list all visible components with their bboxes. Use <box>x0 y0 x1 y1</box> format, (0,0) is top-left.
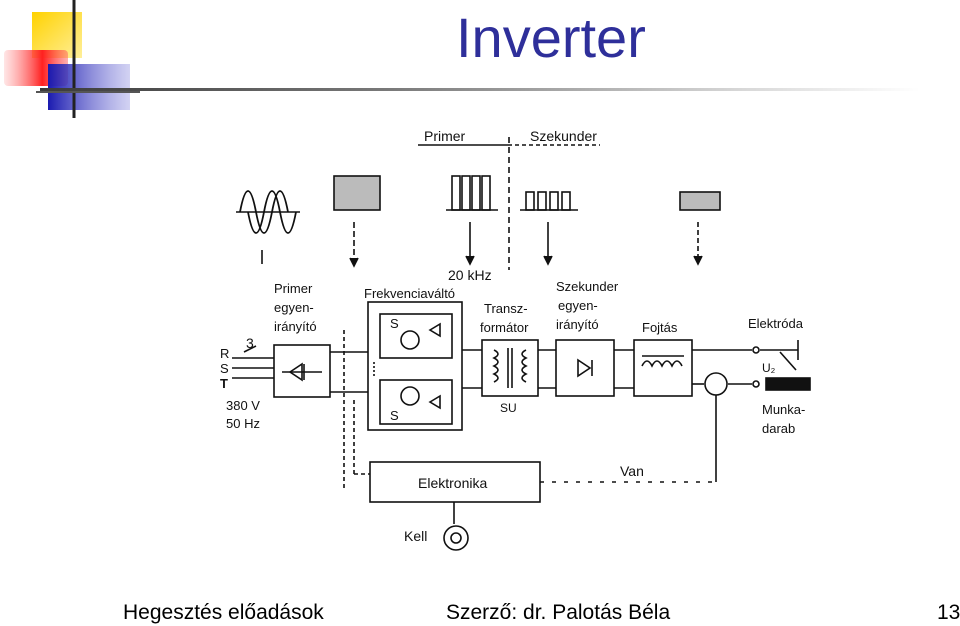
switch-label-upper: S <box>390 316 399 331</box>
primer-rectifier-line-2: egyen- <box>274 300 314 315</box>
feedback-setpoint-label: Kell <box>404 528 427 544</box>
secondary-rectifier-line-1: Szekunder <box>556 279 619 294</box>
page-number: 13 <box>937 601 960 624</box>
primer-rectifier-line-3: irányító <box>274 319 317 334</box>
slide-title: Inverter <box>456 6 646 69</box>
secondary-rectifier-line-3: irányító <box>556 317 599 332</box>
input-phase-t: T <box>220 376 228 391</box>
input-phase-s: S <box>220 361 229 376</box>
transformer-line-1: Transz- <box>484 301 528 316</box>
title-underline <box>40 88 920 91</box>
footer-author: Szerző: dr. Palotás Béla <box>446 601 671 624</box>
input-frequency: 50 Hz <box>226 416 260 431</box>
slide-logo <box>4 0 140 118</box>
label-primer: Primer <box>424 128 466 144</box>
label-frequency: 20 kHz <box>448 267 492 283</box>
input-phase-count: 3 <box>246 335 254 351</box>
input-phase-r: R <box>220 346 229 361</box>
secondary-rectifier-line-2: egyen- <box>558 298 598 313</box>
workpiece-line-2: darab <box>762 421 795 436</box>
frequency-converter-label: Frekvenciaváltó <box>364 286 455 301</box>
choke-label: Fojtás <box>642 320 678 335</box>
gap-voltage-label: U₂ <box>762 361 776 375</box>
transformer-symbol-label: SU <box>500 401 517 415</box>
workpiece-line-1: Munka- <box>762 402 805 417</box>
transformer-line-2: formátor <box>480 320 529 335</box>
input-voltage: 380 V <box>226 398 260 413</box>
switch-label-lower: S <box>390 408 399 423</box>
primer-rectifier-line-1: Primer <box>274 281 313 296</box>
footer-course: Hegesztés előadások <box>123 601 324 624</box>
feedback-actual-label: Van <box>620 463 644 479</box>
label-szekunder: Szekunder <box>530 128 597 144</box>
electrode-label: Elektróda <box>748 316 804 331</box>
electronics-label: Elektronika <box>418 475 487 491</box>
